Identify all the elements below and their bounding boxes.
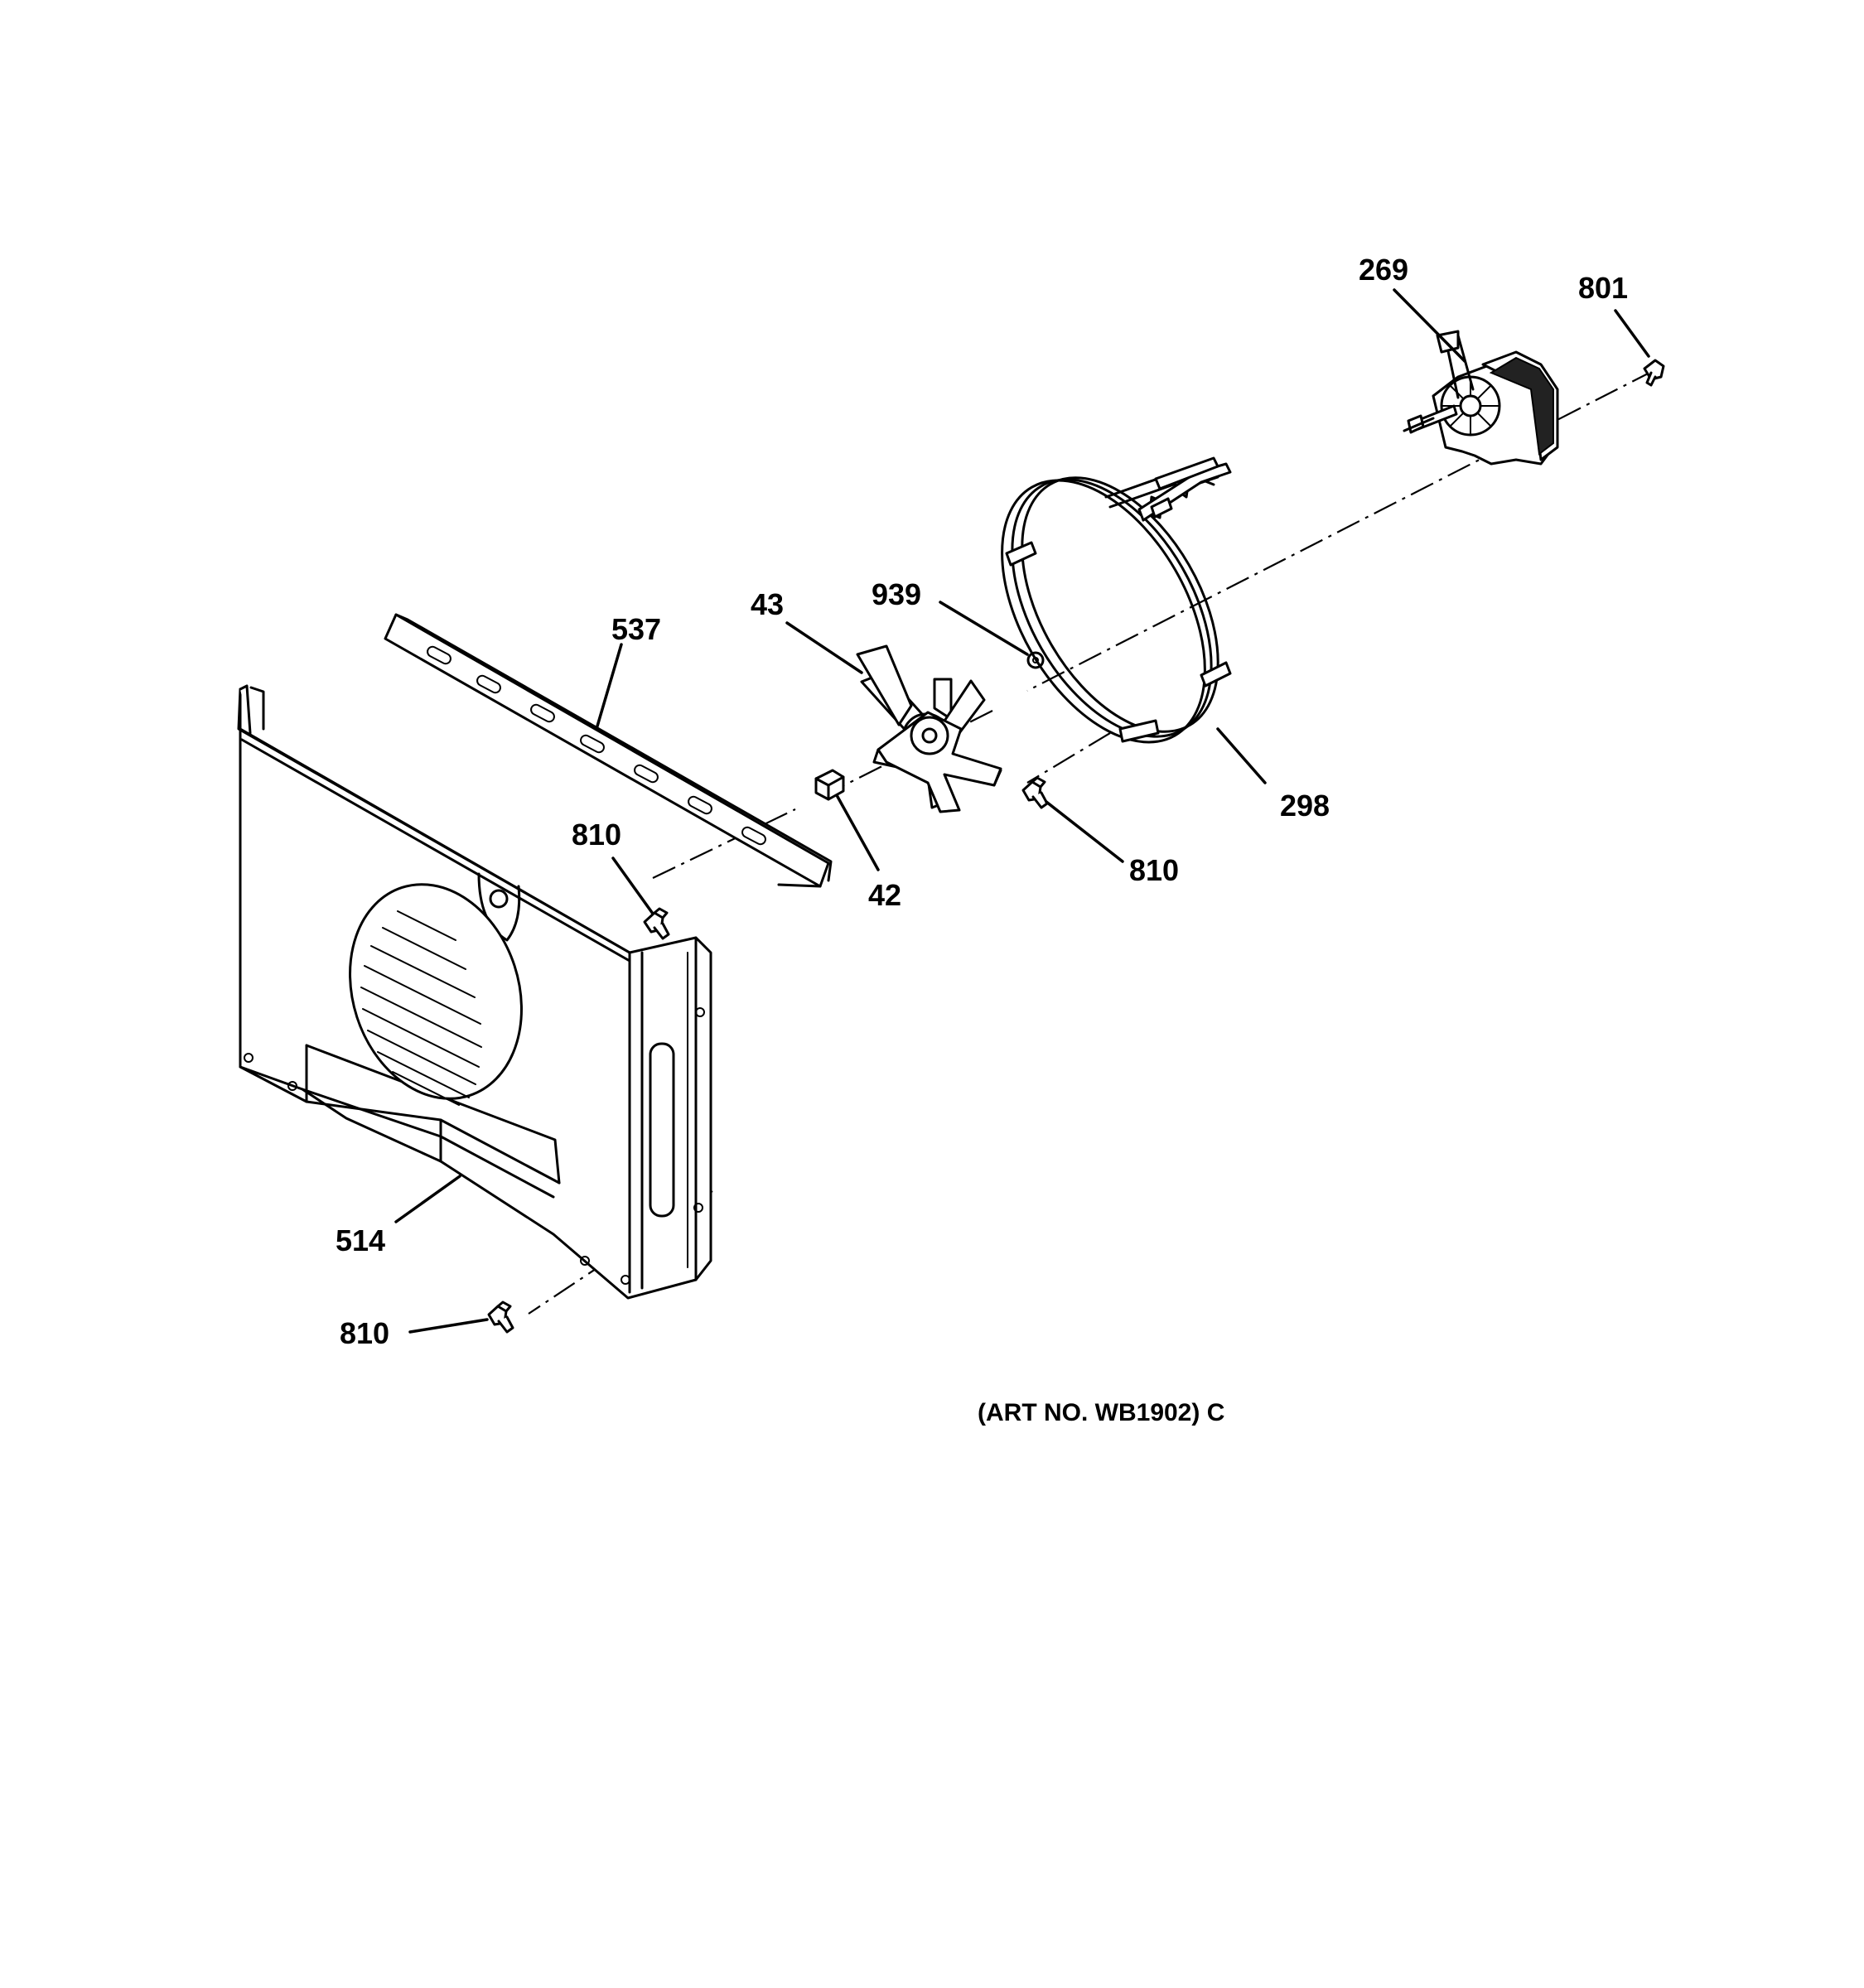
label-514: 514 — [336, 1223, 385, 1257]
label-537: 537 — [611, 612, 661, 646]
bracket-537 — [384, 613, 833, 888]
heating-element-298 — [1001, 456, 1232, 744]
label-939: 939 — [872, 577, 921, 611]
part-labels: 269 801 939 43 537 298 42 810 810 514 81… — [336, 253, 1628, 1350]
rear-panel-514 — [237, 684, 712, 1300]
screw-810-middle — [1021, 776, 1049, 809]
label-42: 42 — [868, 878, 901, 912]
nut-42 — [814, 769, 845, 801]
label-298: 298 — [1280, 789, 1330, 823]
fan-motor-269 — [1403, 330, 1559, 466]
art-number: (ART NO. WB1902) C — [978, 1399, 1224, 1426]
fan-blade-43 — [856, 644, 1002, 813]
label-810-lower: 810 — [340, 1316, 389, 1350]
screw-810-upper — [643, 907, 670, 940]
leader-lines — [394, 288, 1650, 1334]
label-801: 801 — [1578, 271, 1628, 305]
screw-801 — [1643, 359, 1665, 387]
screw-810-lower — [487, 1300, 514, 1334]
label-810-middle: 810 — [1129, 853, 1179, 887]
label-810-upper: 810 — [572, 818, 621, 852]
label-43: 43 — [751, 587, 784, 621]
bracket-slots — [427, 645, 766, 846]
grille-slots — [360, 910, 482, 1106]
label-269: 269 — [1359, 253, 1408, 287]
